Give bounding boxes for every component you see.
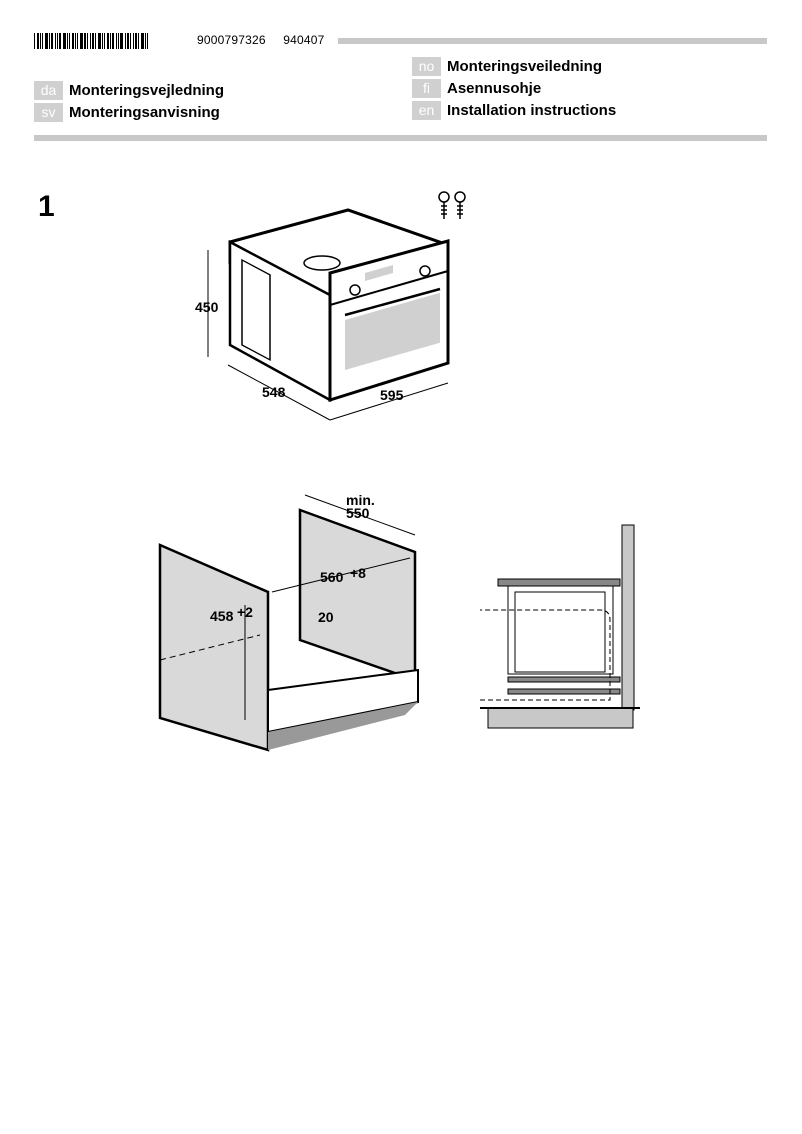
language-title: Monteringsanvisning bbox=[69, 103, 220, 121]
language-code-badge: fi bbox=[412, 78, 441, 98]
section-divider bbox=[34, 135, 767, 141]
language-row-fi: fi Asennusohje bbox=[412, 78, 616, 98]
header-divider bbox=[338, 38, 767, 44]
language-row-sv: sv Monteringsanvisning bbox=[34, 102, 224, 122]
language-code-badge: sv bbox=[34, 102, 63, 122]
language-row-no: no Monteringsveiledning bbox=[412, 56, 616, 76]
gap-dimension: 20 bbox=[318, 609, 334, 625]
language-row-da: da Monteringsvejledning bbox=[34, 80, 224, 100]
language-list-right: no Monteringsveiledning fi Asennusohje e… bbox=[412, 56, 616, 122]
height-dimension: 450 bbox=[195, 299, 219, 315]
article-number: 9000797326 bbox=[197, 33, 266, 47]
language-title: Asennusohje bbox=[447, 79, 542, 97]
date-code: 940407 bbox=[283, 33, 325, 47]
language-row-en: en Installation instructions bbox=[412, 100, 616, 120]
dimension-lines bbox=[207, 250, 449, 421]
language-title: Monteringsveiledning bbox=[447, 57, 603, 75]
step-number: 1 bbox=[38, 190, 55, 223]
oven-body bbox=[228, 208, 450, 403]
cabinet-dimensions-diagram: min. 550 560 +8 458 +2 20 bbox=[158, 492, 419, 752]
depth-dimension: 550 bbox=[346, 505, 370, 521]
width-tolerance: +8 bbox=[350, 565, 366, 581]
language-list-left: da Monteringsvejledning sv Monteringsanv… bbox=[34, 80, 224, 124]
screws-icon bbox=[438, 191, 466, 219]
wall bbox=[621, 524, 635, 711]
language-code-badge: da bbox=[34, 80, 63, 100]
width-dimension: 595 bbox=[380, 387, 404, 403]
ventilation-diagram bbox=[480, 524, 640, 729]
language-title: Installation instructions bbox=[447, 101, 617, 119]
height-tolerance: +2 bbox=[237, 604, 253, 620]
countertop bbox=[497, 578, 621, 587]
barcode-icon bbox=[34, 33, 184, 49]
language-code-badge: no bbox=[412, 56, 441, 76]
oven-side bbox=[507, 585, 614, 675]
language-title: Monteringsvejledning bbox=[69, 81, 225, 99]
depth-dimension: 548 bbox=[262, 384, 286, 400]
cabinet bbox=[158, 508, 419, 752]
depth-min-label: min. bbox=[346, 492, 375, 508]
oven-dimensions-diagram: 450 548 595 bbox=[195, 191, 466, 421]
height-dimension: 458 bbox=[210, 608, 234, 624]
floor bbox=[487, 707, 634, 729]
language-code-badge: en bbox=[412, 100, 441, 120]
document-codes: 9000797326 940407 bbox=[197, 33, 325, 47]
dimension-lines bbox=[244, 494, 416, 720]
airflow-arrows bbox=[480, 609, 611, 701]
width-dimension: 560 bbox=[320, 569, 344, 585]
